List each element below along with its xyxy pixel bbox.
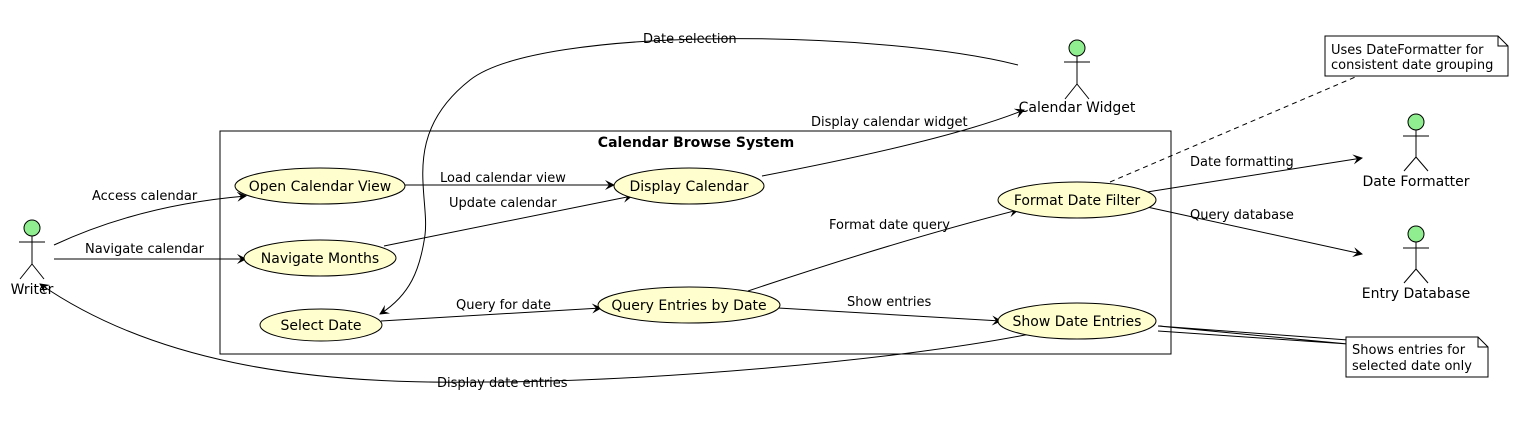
edge-date-formatting [1146,154,1363,193]
edge-query-database [1146,206,1363,257]
use-case-navigate-months: Navigate Months [243,239,397,277]
svg-text:Open Calendar View: Open Calendar View [249,179,391,195]
svg-text:Navigate Months: Navigate Months [261,251,379,267]
use-case-select-date: Select Date [259,308,383,342]
actor-label-calendar-widget: Calendar Widget [1019,100,1136,116]
actor-label-entry-database: Entry Database [1362,286,1471,302]
note-show-entries: Shows entries for selected date only [1345,336,1489,378]
system-title: Calendar Browse System [598,135,794,151]
svg-text:Query Entries by Date: Query Entries by Date [611,298,766,314]
use-case-open-calendar-view: Open Calendar View [234,167,406,205]
edge-label-query-database: Query database [1190,208,1294,223]
note-date-formatter-line1: Uses DateFormatter for [1331,43,1484,58]
actor-writer: Writer [11,219,54,298]
note-connector-formatter [1109,74,1361,183]
system-boundary: Calendar Browse System [219,130,1172,355]
use-cases: Open Calendar View Navigate Months Selec… [234,167,1157,342]
edge-label-navigate-calendar: Navigate calendar [85,242,205,257]
note-date-formatter: Uses DateFormatter for consistent date g… [1324,35,1509,77]
edge-label-display-calendar-widget: Display calendar widget [811,115,968,130]
actor-calendar-widget: Calendar Widget [1019,39,1136,116]
edge-date-selection [379,38,1019,315]
svg-text:Format Date Filter: Format Date Filter [1014,193,1141,209]
use-case-show-date-entries: Show Date Entries [997,302,1157,340]
note-show-entries-line1: Shows entries for [1352,343,1466,358]
svg-text:Select Date: Select Date [280,318,361,334]
use-case-query-entries-by-date: Query Entries by Date [597,286,781,324]
actor-date-formatter: Date Formatter [1362,113,1470,190]
edge-label-date-formatting: Date formatting [1190,155,1294,170]
edge-show-entries [777,307,1002,326]
use-case-format-date-filter: Format Date Filter [997,181,1157,219]
actor-label-date-formatter: Date Formatter [1362,174,1469,190]
edge-label-display-date-entries: Display date entries [437,376,568,391]
edges: Access calendar Navigate calendar Load c… [39,32,1363,391]
edge-query-for-date [380,303,602,322]
stick-figure-icon [1403,113,1429,172]
edge-label-query-for-date: Query for date [456,298,551,313]
stick-figure-icon [19,219,45,280]
use-case-display-calendar: Display Calendar [613,167,765,205]
edge-format-date-query [747,207,1019,292]
note-show-entries-line2: selected date only [1352,359,1472,374]
edge-access-calendar [53,191,247,246]
edge-label-update-calendar: Update calendar [449,196,557,211]
edge-label-format-date-query: Format date query [829,218,950,233]
svg-text:Show Date Entries: Show Date Entries [1013,314,1142,330]
edge-display-calendar-widget [761,108,1025,177]
note-date-formatter-line2: consistent date grouping [1331,58,1493,73]
edge-label-date-selection: Date selection [643,32,737,47]
stick-figure-icon [1403,225,1429,284]
svg-text:Display Calendar: Display Calendar [629,179,748,195]
edge-label-load-calendar-view: Load calendar view [440,171,566,186]
notes: Uses DateFormatter for consistent date g… [1324,35,1509,378]
edge-label-show-entries: Show entries [847,295,931,310]
note-connector-show-entries [1157,325,1349,345]
edge-label-access-calendar: Access calendar [92,189,198,204]
actor-label-writer: Writer [11,282,54,298]
actor-entry-database: Entry Database [1362,225,1471,302]
edge-display-date-entries [39,283,1031,383]
stick-figure-icon [1064,39,1090,100]
actors: Writer Calendar Widget Date Formatter [11,39,1471,302]
edge-update-calendar [383,192,633,247]
